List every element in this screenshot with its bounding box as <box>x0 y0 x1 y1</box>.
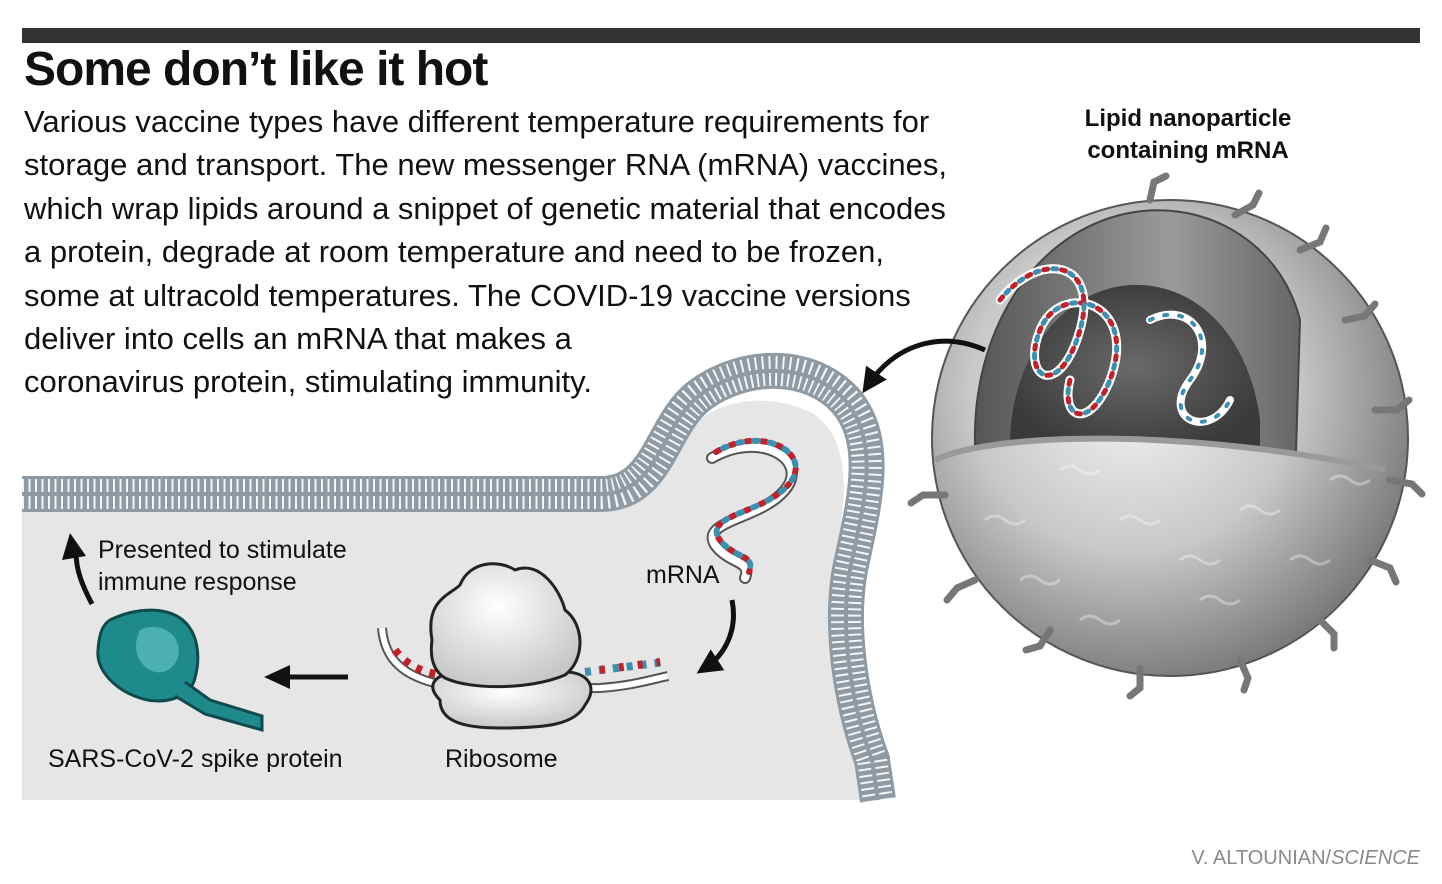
top-rule-bar <box>22 28 1420 43</box>
image-credit: V. ALTOUNIAN/SCIENCE <box>1191 847 1420 870</box>
translation-arrow <box>696 599 736 674</box>
presented-label: Presented to stimulate immune response <box>98 534 347 598</box>
intro-line: coronavirus protein, stimulating immunit… <box>24 364 592 400</box>
ribosome <box>429 562 593 730</box>
lipid-nanoparticle <box>907 172 1426 700</box>
label-line: Presented to stimulate <box>98 536 347 564</box>
intro-line: which wrap lipids around a snippet of ge… <box>24 190 946 226</box>
spike-protein-label: SARS-CoV-2 spike protein <box>48 745 343 773</box>
intro-line: Various vaccine types have different tem… <box>24 104 930 139</box>
mrna-strand <box>706 437 799 584</box>
lipid-nanoparticle-label: Lipid nanoparticle containing mRNA <box>1060 103 1316 167</box>
output-arrow <box>264 665 348 689</box>
intro-paragraph: Various vaccine types have different tem… <box>24 100 947 404</box>
intro-line: deliver into cells an mRNA that makes a <box>24 321 572 357</box>
ribosome-label: Ribosome <box>445 745 558 773</box>
uptake-arrow <box>862 338 987 394</box>
credit-author: V. ALTOUNIAN/ <box>1191 847 1332 869</box>
headline: Some don’t like it hot <box>24 43 488 96</box>
intro-line: storage and transport. The new messenger… <box>24 147 947 183</box>
mrna-label: mRNA <box>646 561 720 589</box>
label-line: containing mRNA <box>1087 137 1289 164</box>
spike-protein <box>96 608 264 732</box>
label-line: immune response <box>98 568 297 596</box>
label-line: Lipid nanoparticle <box>1084 105 1292 132</box>
intro-line: a protein, degrade at room temperature a… <box>24 234 884 270</box>
intro-line: some at ultracold temperatures. The COVI… <box>24 277 911 313</box>
cell-membrane <box>22 352 896 803</box>
credit-publication: SCIENCE <box>1331 847 1420 869</box>
presentation-arrow <box>62 533 95 606</box>
